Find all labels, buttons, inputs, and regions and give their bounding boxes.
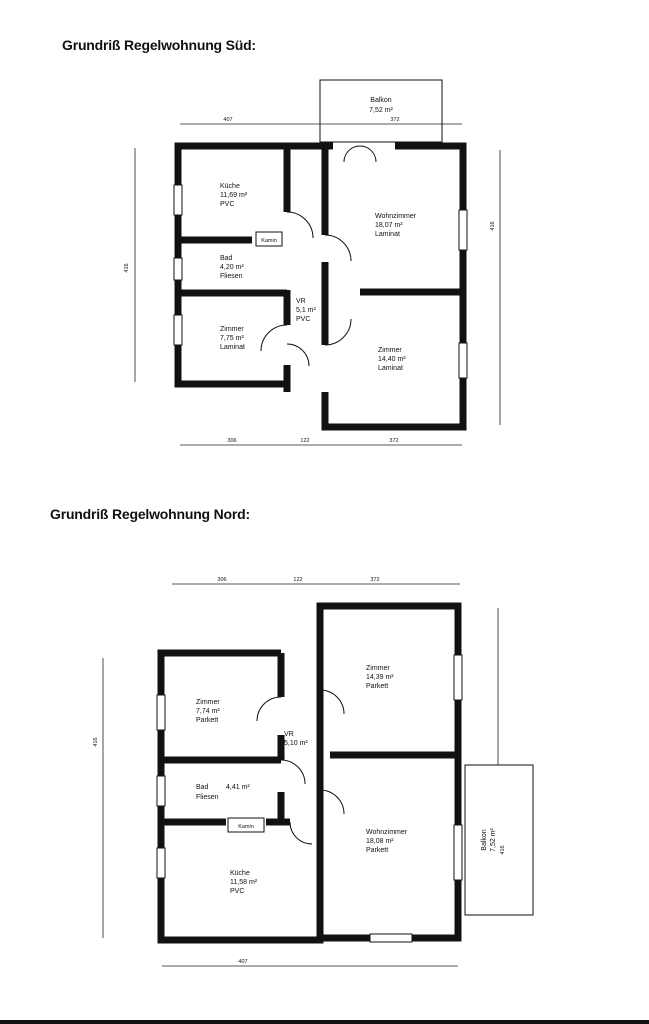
kueche-nord-area: 11,58 m²	[230, 879, 258, 886]
dim-sued-left-total: 416	[124, 263, 130, 272]
wz-sued-name: Wohnzimmer	[375, 213, 417, 220]
zimmer1-sued-floor: Laminat	[220, 344, 245, 351]
bad-nord-area: 4,41 m²	[226, 784, 250, 791]
vr-sued-name: VR	[296, 298, 306, 305]
vr-sued-floor: PVC	[296, 316, 310, 323]
vr-nord-name: VR	[284, 731, 294, 738]
dim-sued-top-right: 372	[390, 117, 399, 123]
door-sued-zimmer2	[324, 318, 352, 346]
window-sued-zimmer	[173, 314, 183, 346]
kamin-nord-label: Kamin	[238, 824, 254, 830]
window-nord-wz	[453, 824, 463, 881]
door-sued-balkon	[343, 145, 377, 163]
kamin-sued-label: Kamin	[261, 238, 277, 244]
dim-nord-bottom-label: 407	[238, 959, 247, 965]
zimmer2-sued-area: 14,40 m²	[378, 356, 406, 363]
dim-sued-bottom-a: 306	[227, 438, 236, 444]
title-sued: Grundriß Regelwohnung Süd:	[62, 37, 256, 53]
dim-nord-top-b: 122	[293, 577, 302, 583]
window-sued-wz	[458, 209, 468, 251]
dim-nord-right-total: 416	[500, 845, 506, 854]
vr-nord-area: 5,10 m²	[284, 740, 308, 747]
wall-sued-right	[321, 142, 467, 431]
kueche-nord-floor: PVC	[230, 888, 244, 895]
door-sued-kueche	[286, 211, 314, 239]
window-sued-kueche	[173, 184, 183, 216]
door-nord-zimmer2	[319, 689, 345, 715]
window-nord-kueche	[156, 847, 166, 879]
dim-nord-top-a: 306	[217, 577, 226, 583]
kueche-sued-area: 11,69 m²	[220, 192, 248, 199]
balcony-nord	[464, 764, 534, 916]
dim-nord-left-total: 416	[93, 737, 99, 746]
bad-sued-area: 4,20 m²	[220, 264, 244, 271]
door-nord-bad	[280, 759, 306, 785]
kueche-sued-name: Küche	[220, 183, 240, 190]
plan-sued: Balkon 7,52 m² Kamin Küche 11,69 m²	[124, 79, 501, 446]
bad-nord-floor: Fliesen	[196, 794, 219, 801]
dim-nord-top-c: 372	[370, 577, 379, 583]
bad-sued-floor: Fliesen	[220, 273, 243, 280]
zimmer2-sued-name: Zimmer	[378, 347, 402, 354]
bad-sued-name: Bad	[220, 255, 233, 262]
kamin-sued	[255, 231, 283, 247]
zimmer-small-nord-name: Zimmer	[196, 699, 220, 706]
wz-sued-floor: Laminat	[375, 231, 400, 238]
window-nord-zimmer	[156, 694, 166, 731]
window-sued-zimmer2	[458, 342, 468, 379]
zimmer-small-nord-area: 7,74 m²	[196, 708, 220, 715]
door-sued-entry	[286, 343, 310, 367]
bottom-border	[0, 1020, 649, 1024]
zimmer-large-nord-area: 14,39 m²	[366, 674, 394, 681]
window-nord-bottom	[369, 933, 413, 943]
balcony-sued	[319, 79, 443, 143]
balcony-nord-area: 7,52 m²	[490, 827, 497, 851]
door-sued-zimmer	[260, 324, 288, 352]
window-nord-bad	[156, 775, 166, 807]
zimmer1-sued-area: 7,75 m²	[220, 335, 244, 342]
kamin-nord	[227, 817, 265, 833]
zimmer1-sued-name: Zimmer	[220, 326, 244, 333]
dim-sued-bottom-b: 122	[300, 438, 309, 444]
zimmer-large-nord-name: Zimmer	[366, 665, 390, 672]
plan-nord: Balkon 7,52 m² Kamin Zimmer 7,74 m² Park…	[93, 577, 534, 967]
wz-nord-area: 18,08 m²	[366, 838, 394, 845]
dim-sued-right-total: 416	[490, 221, 496, 230]
dim-sued-bottom-c: 372	[389, 438, 398, 444]
door-nord-wz	[319, 789, 345, 815]
wall-sued-left	[174, 142, 333, 392]
zimmer2-sued-floor: Laminat	[378, 365, 403, 372]
wz-nord-floor: Parkett	[366, 847, 388, 854]
wz-sued-area: 18,07 m²	[375, 222, 403, 229]
title-nord: Grundriß Regelwohnung Nord:	[50, 506, 250, 522]
kueche-nord-name: Küche	[230, 870, 250, 877]
wz-nord-name: Wohnzimmer	[366, 829, 408, 836]
door-sued-wz	[324, 234, 352, 262]
vr-sued-area: 5,1 m²	[296, 307, 317, 314]
kueche-sued-floor: PVC	[220, 201, 234, 208]
zimmer-small-nord-floor: Parkett	[196, 717, 218, 724]
window-sued-bad	[173, 257, 183, 281]
dim-sued-top-left: 407	[223, 117, 232, 123]
window-nord-zimmer2	[453, 654, 463, 701]
zimmer-large-nord-floor: Parkett	[366, 683, 388, 690]
door-nord-zimmer	[256, 696, 282, 722]
balcony-sued-name: Balkon	[370, 97, 392, 104]
bad-nord-name: Bad	[196, 784, 209, 791]
wall-nord-outer	[157, 602, 462, 944]
door-nord-kueche	[289, 821, 313, 845]
balcony-nord-name: Balkon	[481, 829, 488, 851]
balcony-sued-area: 7,52 m²	[369, 107, 393, 114]
